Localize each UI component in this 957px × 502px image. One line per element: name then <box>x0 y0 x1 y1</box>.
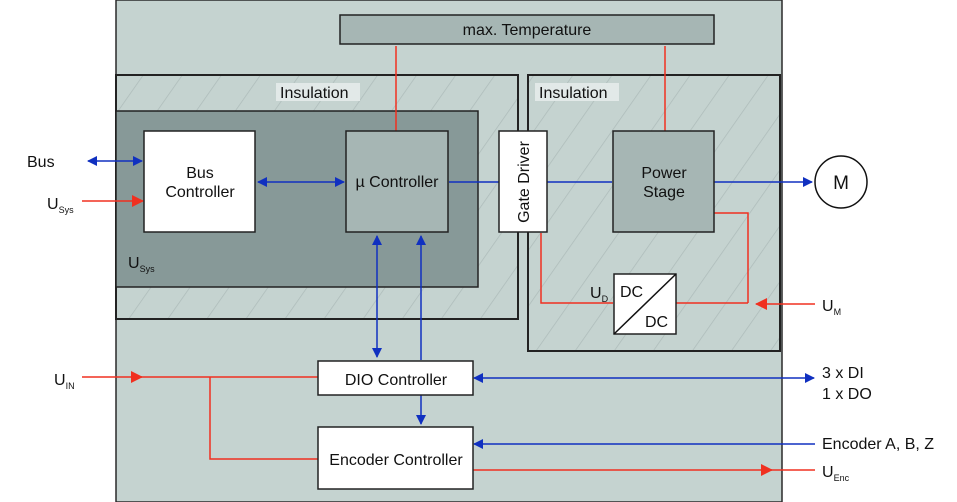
ud-label: UD <box>590 285 609 304</box>
encoder-signal-label: Encoder A, B, Z <box>822 436 934 453</box>
power-lines <box>82 46 815 476</box>
um-label: UM <box>822 298 841 317</box>
encoder-controller-label: Encoder Controller <box>329 452 463 469</box>
gate-driver-block <box>498 130 548 233</box>
max-temperature-label: max. Temperature <box>463 22 592 39</box>
dio-controller-label: DIO Controller <box>345 372 448 389</box>
signal-lines <box>87 156 815 449</box>
motor-label: M <box>833 173 849 194</box>
insulation-left-label-bg <box>276 83 360 101</box>
bus-controller-block <box>143 130 256 233</box>
power-stage-label-2: Stage <box>643 184 685 201</box>
motor-symbol <box>814 155 868 209</box>
usys-label: USys <box>47 196 74 215</box>
mu-controller-label: µ Controller <box>355 174 439 191</box>
bus-label: Bus <box>27 154 55 171</box>
power-stage-label-1: Power <box>641 165 687 182</box>
encoder-controller-block <box>317 426 474 490</box>
usys-domain-label: USys <box>128 255 155 274</box>
insulation-right-label: Insulation <box>539 85 608 102</box>
dcdc-label-top: DC <box>620 284 643 301</box>
bus-controller-label-2: Controller <box>165 184 235 201</box>
dio-controller-block <box>317 360 474 396</box>
bus-controller-label-1: Bus <box>186 165 214 182</box>
di-label: 3 x DI <box>822 365 864 382</box>
max-temperature-box <box>339 14 715 45</box>
uin-label: UIN <box>54 372 75 391</box>
dcdc-diagonal <box>613 273 677 335</box>
gate-driver-label: Gate Driver <box>516 140 533 222</box>
uenc-label: UEnc <box>822 464 850 483</box>
insulation-left-label: Insulation <box>280 85 349 102</box>
insulation-right-label-bg <box>535 83 619 101</box>
dcdc-label-bottom: DC <box>645 314 668 331</box>
mu-controller-block <box>345 130 449 233</box>
do-label: 1 x DO <box>822 386 872 403</box>
power-stage-block <box>612 130 715 233</box>
